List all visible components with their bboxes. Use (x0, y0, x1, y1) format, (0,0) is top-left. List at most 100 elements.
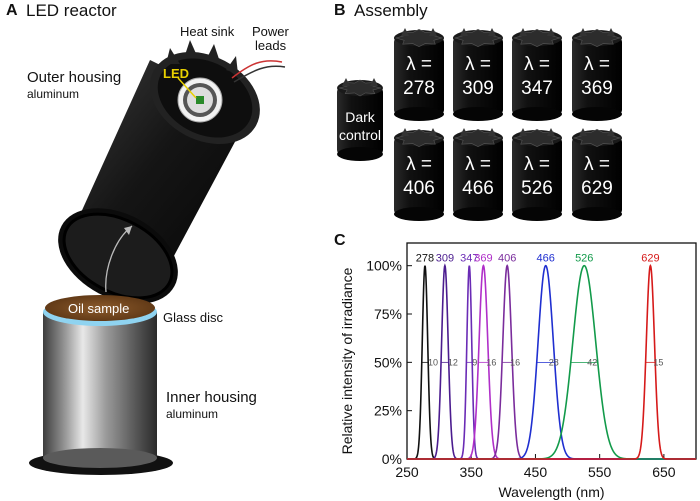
can-lambda-526: λ = 526 (512, 128, 562, 221)
panel-a-letter: A (6, 2, 18, 19)
oil-sample-label: Oil sample (68, 301, 130, 316)
peak-label-369: 369 (474, 253, 492, 265)
fin-spike (429, 128, 437, 136)
oil-sample-disc (45, 295, 155, 321)
fwhm-label-278: 10 (428, 357, 438, 367)
can-label: 309 (462, 78, 494, 99)
fin-spike (370, 78, 378, 86)
can-body (394, 38, 444, 114)
can-label: 629 (581, 178, 613, 199)
outer-housing-label: Outer housing (27, 69, 122, 86)
fin-spike (488, 28, 496, 36)
can-label: λ = (406, 54, 432, 75)
can-label: 526 (521, 178, 553, 199)
fin-spike (579, 128, 587, 136)
can-body (512, 138, 562, 214)
can-body (337, 88, 383, 154)
peak-label-347: 347 (460, 253, 478, 265)
fin-spike (579, 28, 587, 36)
x-axis-label: Wavelength (nm) (498, 484, 604, 500)
can-label: 406 (403, 178, 435, 199)
inner-housing-material: aluminum (166, 407, 219, 421)
x-tick-label: 450 (524, 464, 548, 480)
y-axis-label: Relative intensity of irradiance (339, 267, 355, 454)
can-bottom (453, 207, 503, 221)
can-body (453, 38, 503, 114)
fwhm-label-309: 12 (448, 357, 458, 367)
fin-spike (460, 28, 468, 36)
peak-label-406: 406 (498, 253, 516, 265)
dark-control-can: Dark control (337, 78, 383, 161)
fin-spike (607, 28, 615, 36)
fin-spike (519, 28, 527, 36)
can-bottom (572, 107, 622, 121)
can-bottom (394, 207, 444, 221)
panel-c-letter: C (334, 232, 346, 249)
can-bottom (394, 107, 444, 121)
outer-housing-material: aluminum (27, 87, 80, 101)
power-leads (231, 60, 286, 83)
inner-housing (29, 295, 173, 475)
can-bottom (337, 147, 383, 161)
fin-spike (342, 78, 350, 86)
power-leads-label-1: Power (252, 24, 289, 39)
can-bottom (453, 107, 503, 121)
fwhm-label-406: 16 (510, 357, 520, 367)
can-lambda-406: λ =406 (394, 128, 444, 221)
heat-sink (166, 40, 238, 123)
panel-b-letter: B (334, 2, 346, 19)
can-label: 347 (521, 78, 553, 99)
fin-spike (401, 128, 409, 136)
x-tick-label: 350 (460, 464, 484, 480)
fwhm-label-526: 42 (587, 357, 597, 367)
led-label: LED (163, 66, 189, 81)
fin-spike (460, 128, 468, 136)
peak-label-526: 526 (575, 253, 593, 265)
can-body (394, 138, 444, 214)
fin-spike (401, 28, 409, 36)
peak-label-278: 278 (416, 253, 434, 265)
x-tick-label: 550 (588, 464, 612, 480)
can-lambda-278: λ = 278 (394, 28, 444, 121)
x-tick-label: 250 (395, 464, 419, 480)
can-body (572, 38, 622, 114)
fin-spike (547, 128, 555, 136)
glass-disc-label: Glass disc (163, 310, 223, 325)
fin-spike (429, 28, 437, 36)
can-label: λ = (584, 154, 610, 175)
y-tick-label: 25% (374, 403, 402, 419)
can-body (572, 138, 622, 214)
fin-spike (547, 28, 555, 36)
can-label: λ = (524, 154, 550, 175)
can-lambda-629: λ = 629 (572, 128, 622, 221)
can-label: 278 (403, 78, 435, 99)
can-lambda-347: λ =347 (512, 28, 562, 121)
peak-label-629: 629 (641, 253, 659, 265)
led-pointer (177, 77, 197, 99)
can-label: control (339, 127, 381, 143)
fin-spike (607, 128, 615, 136)
can-label: λ = (465, 154, 491, 175)
can-body (512, 38, 562, 114)
y-tick-label: 75% (374, 306, 402, 322)
heat-sink-label: Heat sink (180, 24, 235, 39)
can-label: λ = (465, 54, 491, 75)
can-lambda-309: λ = 309 (453, 28, 503, 121)
fin-spike (488, 128, 496, 136)
panel-b-title: Assembly (354, 1, 428, 20)
power-leads-label-2: leads (255, 38, 287, 53)
can-lambda-369: λ =369 (572, 28, 622, 121)
can-label: λ = (584, 54, 610, 75)
can-lambda-466: λ = 466 (453, 128, 503, 221)
can-label: 466 (462, 178, 494, 199)
fwhm-label-369: 16 (486, 357, 496, 367)
can-body (453, 138, 503, 214)
can-label: Dark (345, 109, 376, 125)
panel-a-title: LED reactor (26, 1, 117, 20)
y-tick-label: 50% (374, 354, 402, 370)
peak-label-309: 309 (436, 253, 454, 265)
x-tick-label: 650 (652, 464, 676, 480)
